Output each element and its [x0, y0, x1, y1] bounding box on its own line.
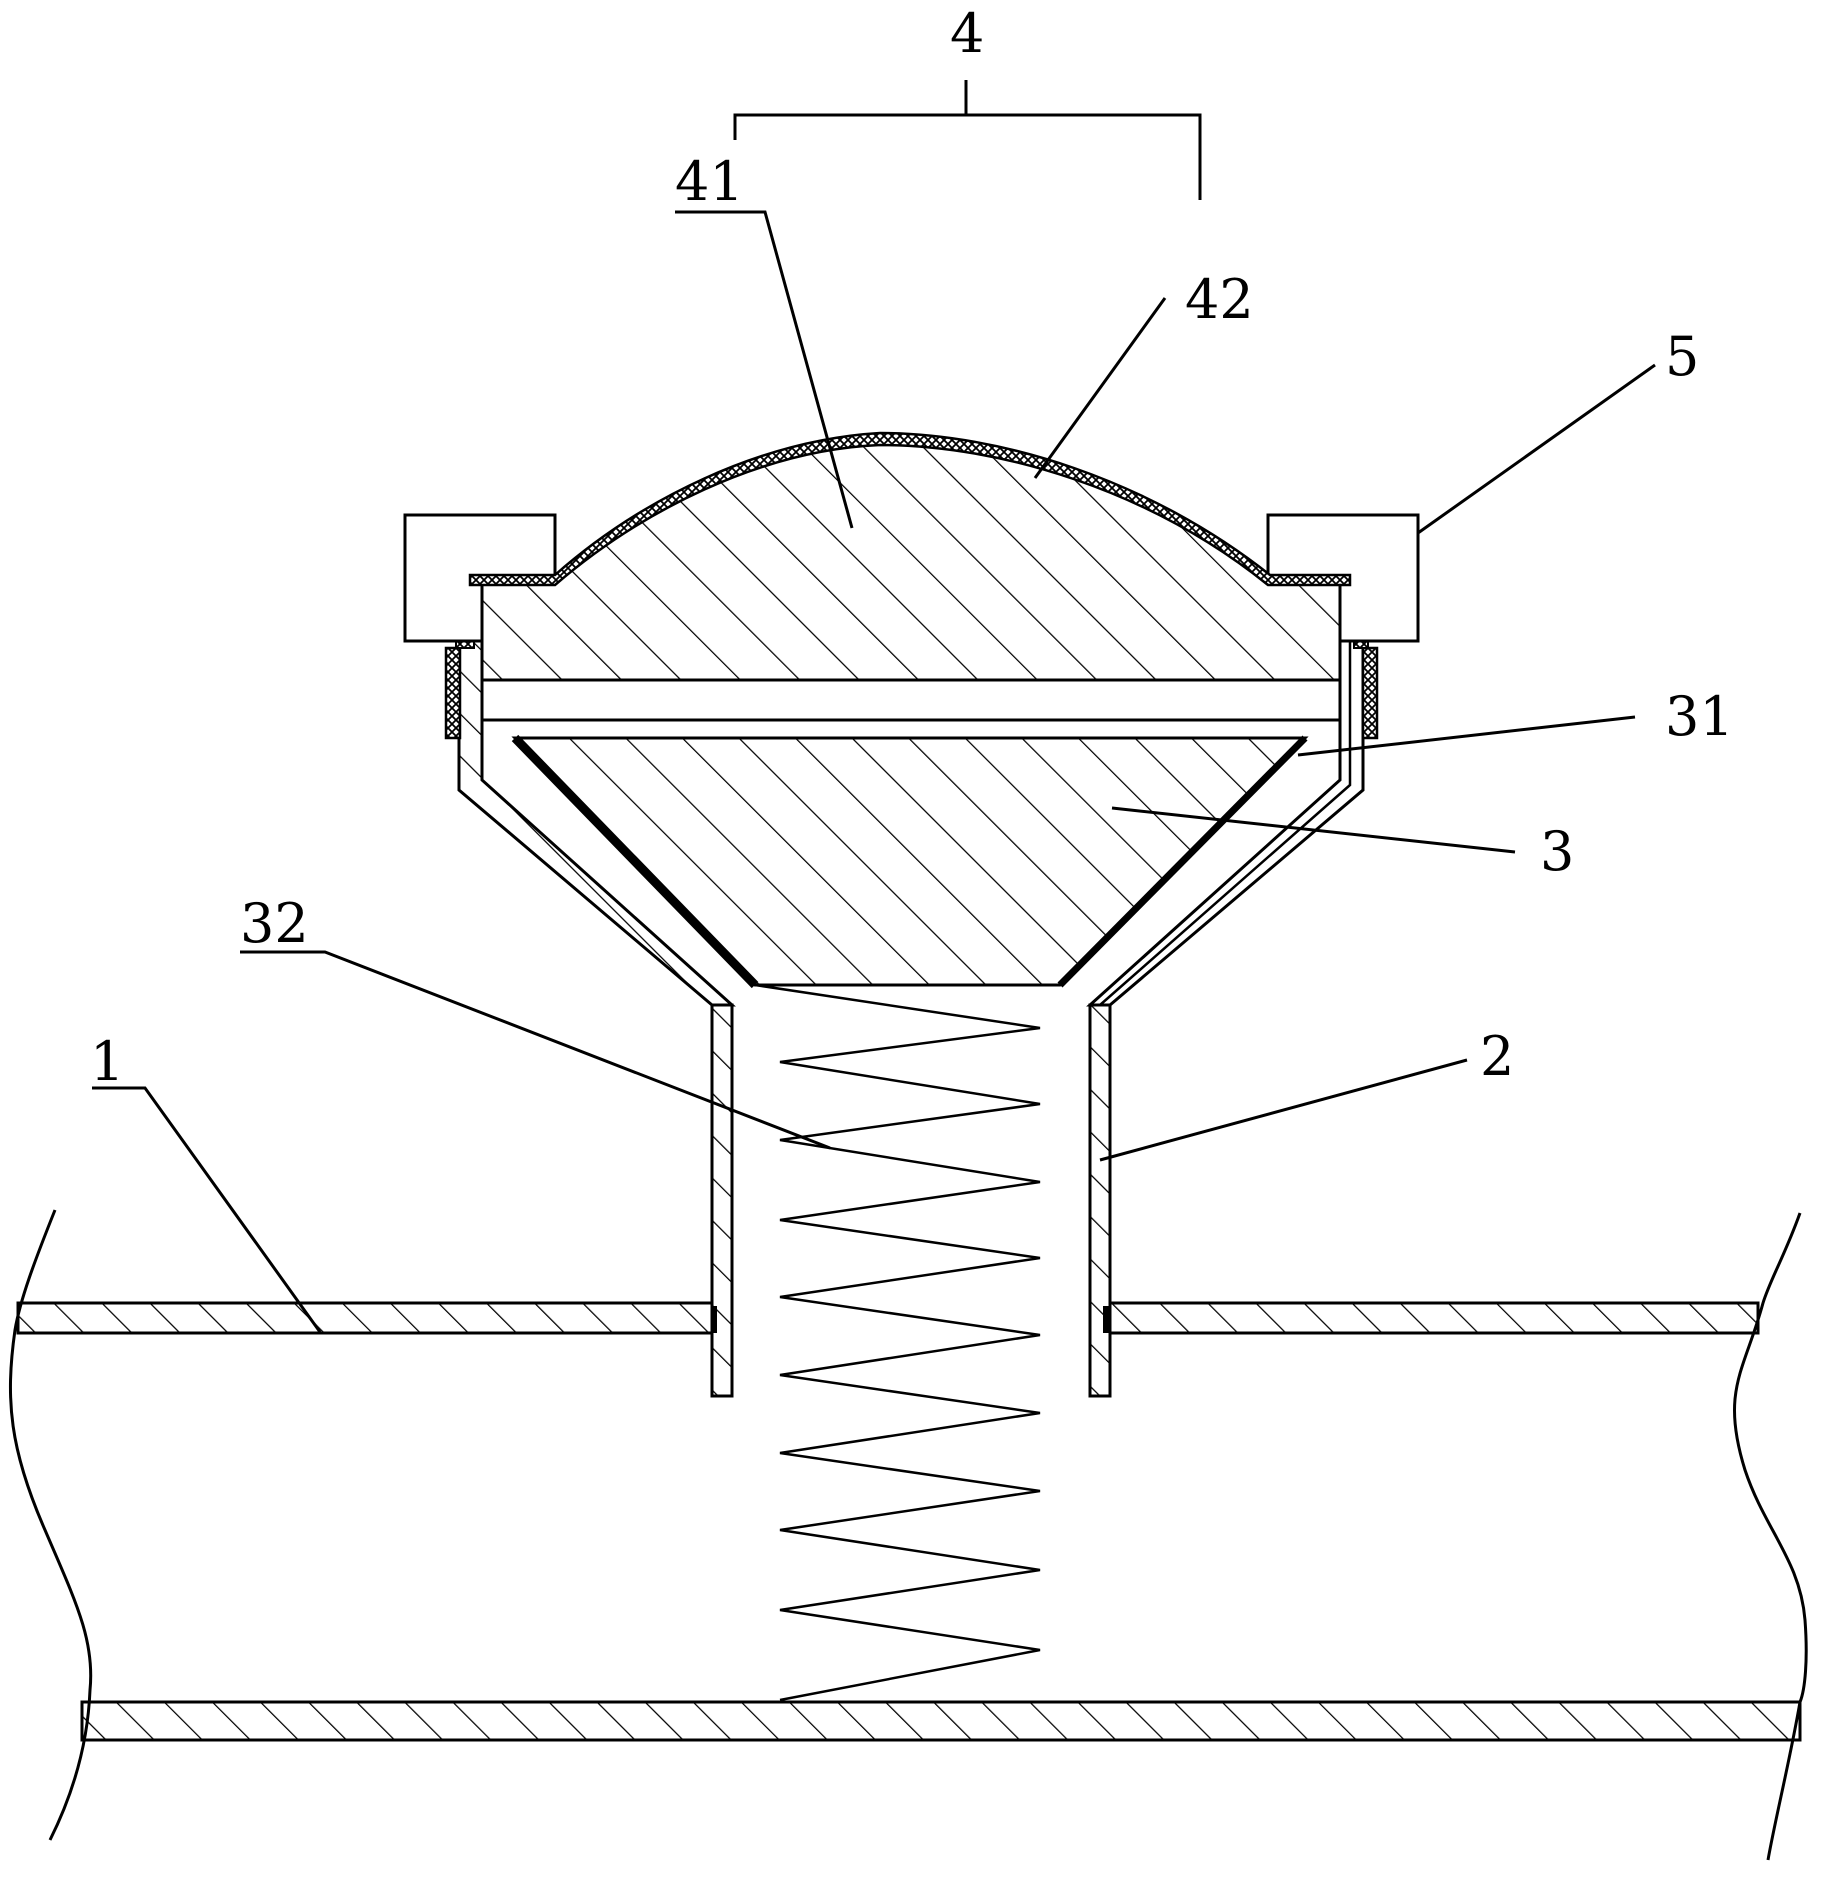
tube-left-wall: [710, 1003, 734, 1398]
cap-gap-bar: [480, 678, 1342, 722]
label-3: 3: [1540, 820, 1574, 883]
label-41: 41: [675, 150, 744, 213]
label-42: 42: [1185, 268, 1254, 331]
main-pipe: [8, 1209, 1808, 1861]
label-2: 2: [1480, 1025, 1514, 1088]
tube-right-wall: [1088, 1003, 1112, 1398]
pipe-upper-wall-right: [1106, 1301, 1760, 1335]
pipe-break-right: [1732, 1212, 1808, 1861]
cap-body: [480, 441, 1342, 682]
spring: [754, 983, 1041, 1702]
label-1: 1: [90, 1030, 124, 1093]
bracket-4: [733, 80, 1202, 200]
cone-seal-right: [1057, 735, 1308, 988]
housing-flange-left: [444, 646, 462, 740]
label-5: 5: [1665, 325, 1699, 388]
leader-lines: [92, 210, 1656, 1333]
housing-flange-right: [1361, 646, 1379, 740]
label-32: 32: [240, 892, 309, 955]
label-31: 31: [1665, 685, 1734, 748]
pipe-lower-wall: [80, 1700, 1802, 1742]
cone-seal-left: [511, 734, 759, 989]
label-4: 4: [950, 2, 984, 65]
membrane: [468, 431, 1352, 587]
pipe-upper-wall-left: [16, 1301, 718, 1335]
pipe-break-left: [8, 1209, 93, 1841]
